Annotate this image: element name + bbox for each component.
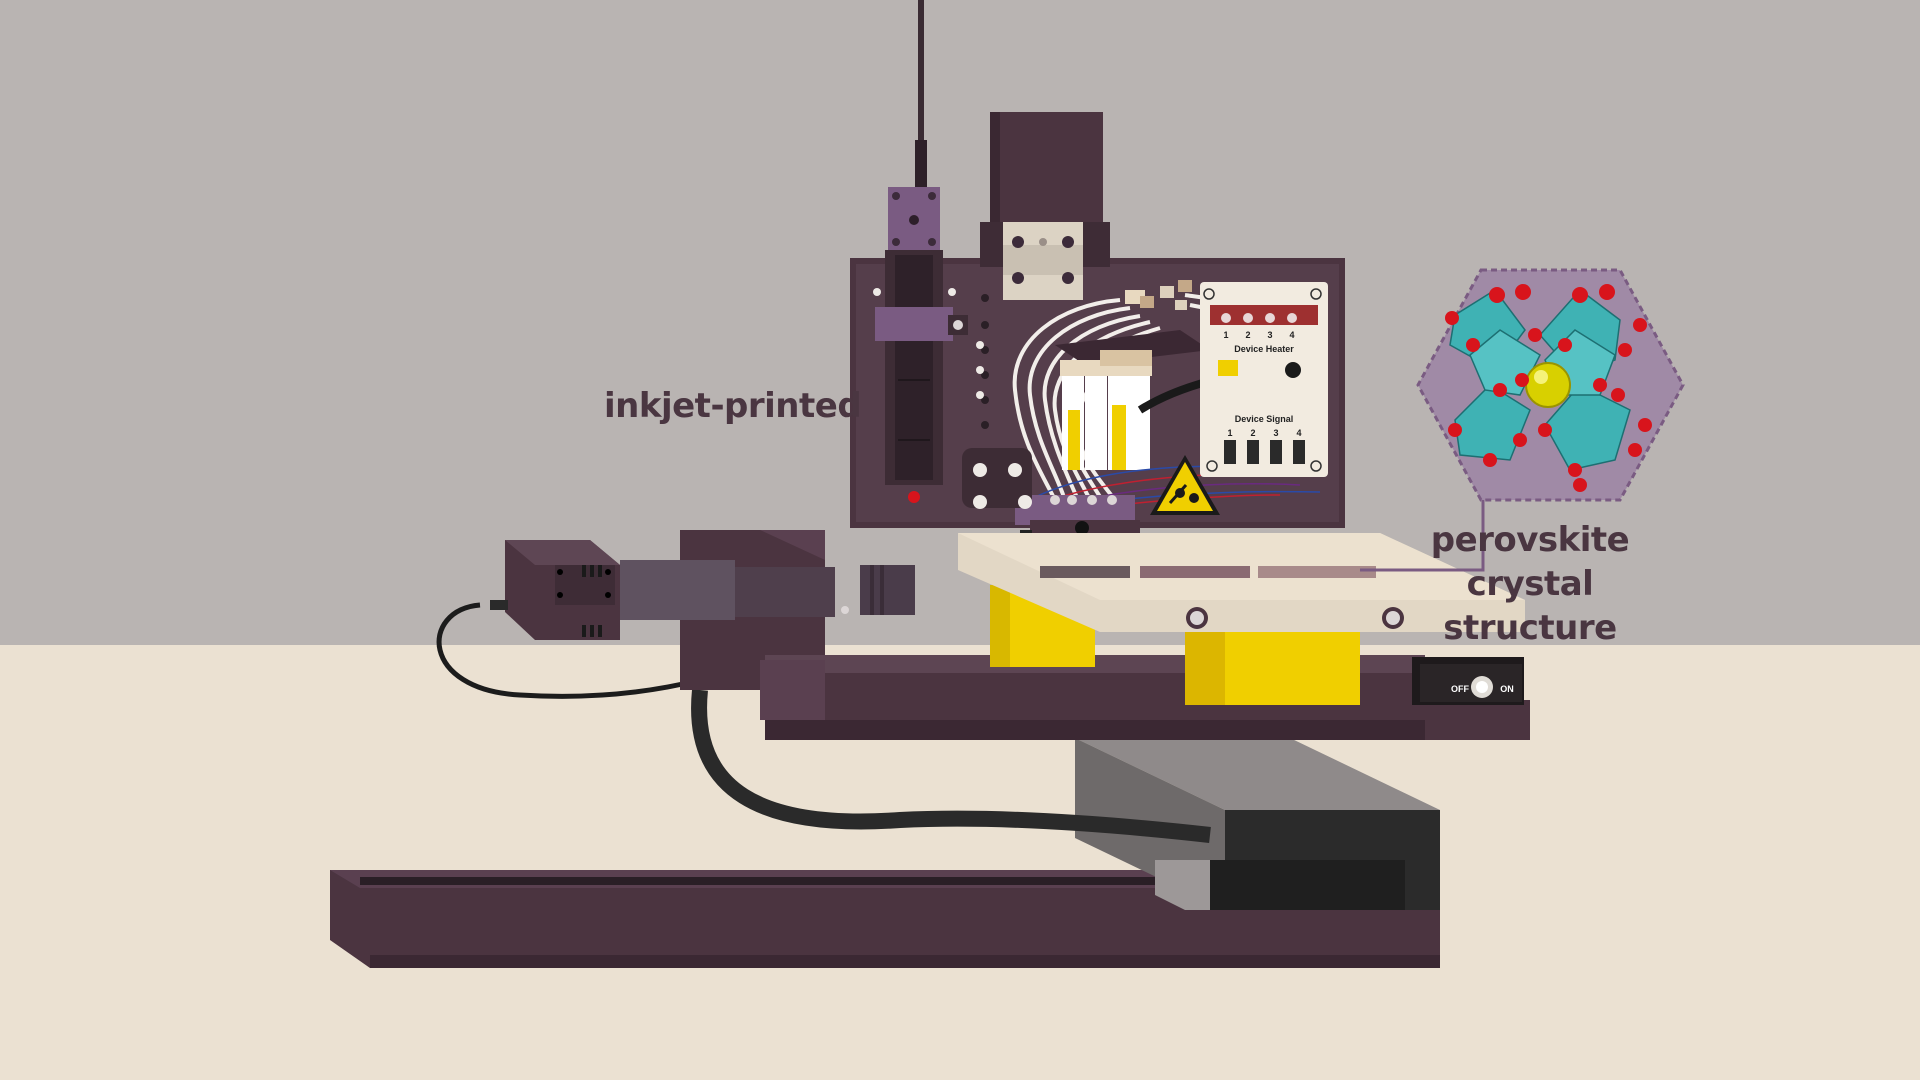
signal-channel-4: 4 xyxy=(1296,428,1301,438)
ink-cartridges xyxy=(1055,330,1210,470)
warning-sign-icon xyxy=(1150,455,1220,515)
device-signal-title: Device Signal xyxy=(1235,414,1294,424)
heater-channel-3: 3 xyxy=(1267,330,1272,340)
signal-channel-1: 1 xyxy=(1227,428,1232,438)
heater-channel-4: 4 xyxy=(1289,330,1294,340)
power-switch-icon[interactable]: OFF ON xyxy=(1412,657,1524,705)
heater-channel-1: 1 xyxy=(1223,330,1228,340)
camera-cable xyxy=(691,689,1211,843)
perovskite-label: perovskite crystal structure xyxy=(1370,518,1690,650)
callout-line xyxy=(1360,490,1485,572)
camera xyxy=(490,540,915,640)
printhead-column xyxy=(875,187,968,503)
signal-channel-2: 2 xyxy=(1250,428,1255,438)
knob-block xyxy=(962,448,1032,509)
power-cable xyxy=(436,602,701,699)
signal-channel-3: 3 xyxy=(1273,428,1278,438)
print-stage xyxy=(958,533,1525,632)
perovskite-label-line2: structure xyxy=(1443,608,1617,648)
inkjet-printed-label: inkjet-printed xyxy=(604,386,862,426)
switch-off-label: OFF xyxy=(1451,684,1469,694)
switch-on-label: ON xyxy=(1500,684,1514,694)
heater-channel-2: 2 xyxy=(1245,330,1250,340)
perovskite-label-line1: perovskite crystal xyxy=(1430,520,1630,604)
stepper-motor xyxy=(980,112,1110,300)
control-panel: 1 2 3 4 Device Heater Device Signal 1 2 … xyxy=(1200,282,1328,477)
device-heater-title: Device Heater xyxy=(1234,344,1294,354)
antenna xyxy=(918,0,924,195)
tube-fittings xyxy=(1125,280,1192,310)
perovskite-crystal xyxy=(1416,268,1685,502)
